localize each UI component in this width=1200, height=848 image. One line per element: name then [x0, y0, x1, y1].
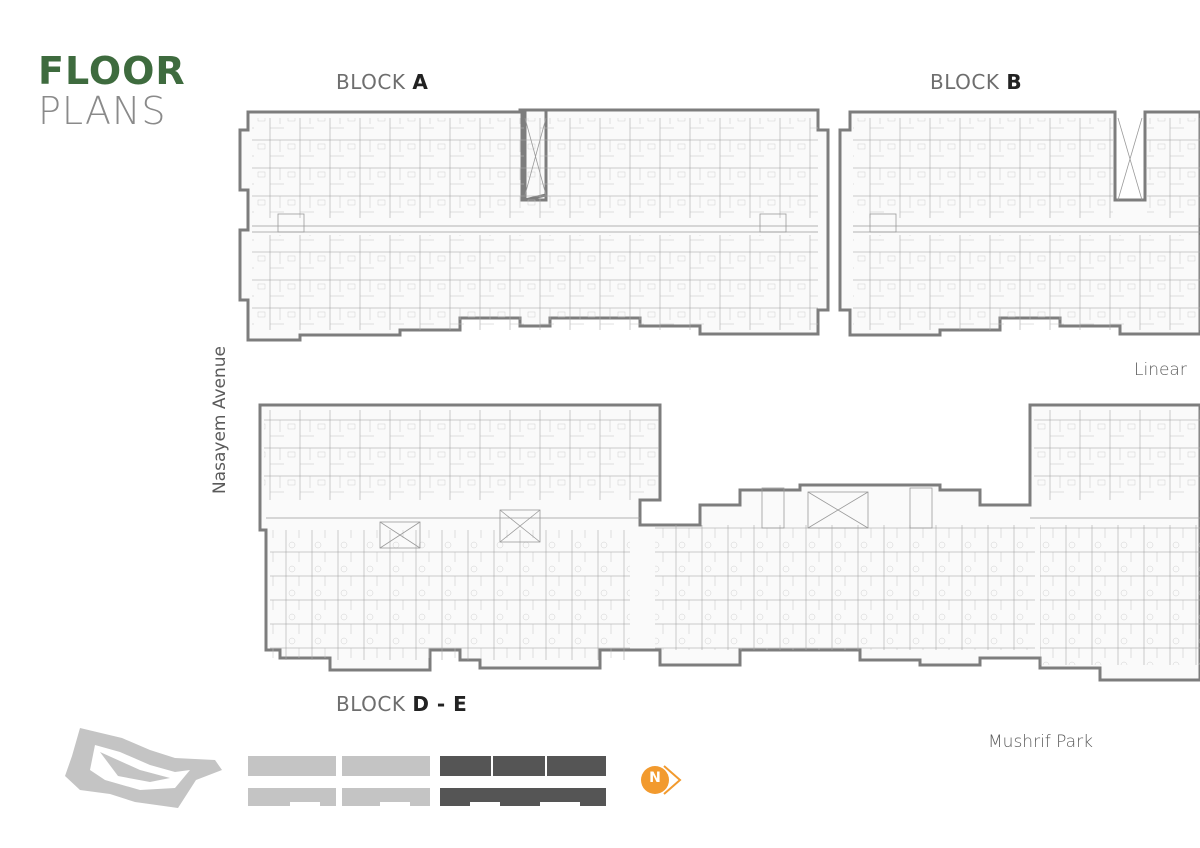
block-de-letter: D - E — [412, 692, 468, 716]
block-b-letter: B — [1006, 70, 1023, 94]
title-floor: FLOOR — [38, 49, 186, 93]
block-b-floorplan — [838, 110, 1200, 337]
block-de-floorplan — [258, 403, 1200, 682]
block-a-label: BLOCK A — [336, 70, 428, 94]
street-linear: Linear — [1134, 360, 1187, 380]
block-a-prefix: BLOCK — [336, 70, 406, 94]
title-plans: PLANS — [38, 89, 167, 133]
block-de-label: BLOCK D - E — [336, 692, 467, 716]
block-b-prefix: BLOCK — [930, 70, 1000, 94]
street-mushrif-park: Mushrif Park — [988, 732, 1093, 752]
block-b-label: BLOCK B — [930, 70, 1022, 94]
block-de-prefix: BLOCK — [336, 692, 406, 716]
north-compass-icon — [641, 765, 682, 795]
block-a-letter: A — [412, 70, 429, 94]
compass-label: N — [649, 770, 661, 786]
block-a-floorplan — [238, 108, 830, 342]
key-plan — [65, 728, 606, 808]
